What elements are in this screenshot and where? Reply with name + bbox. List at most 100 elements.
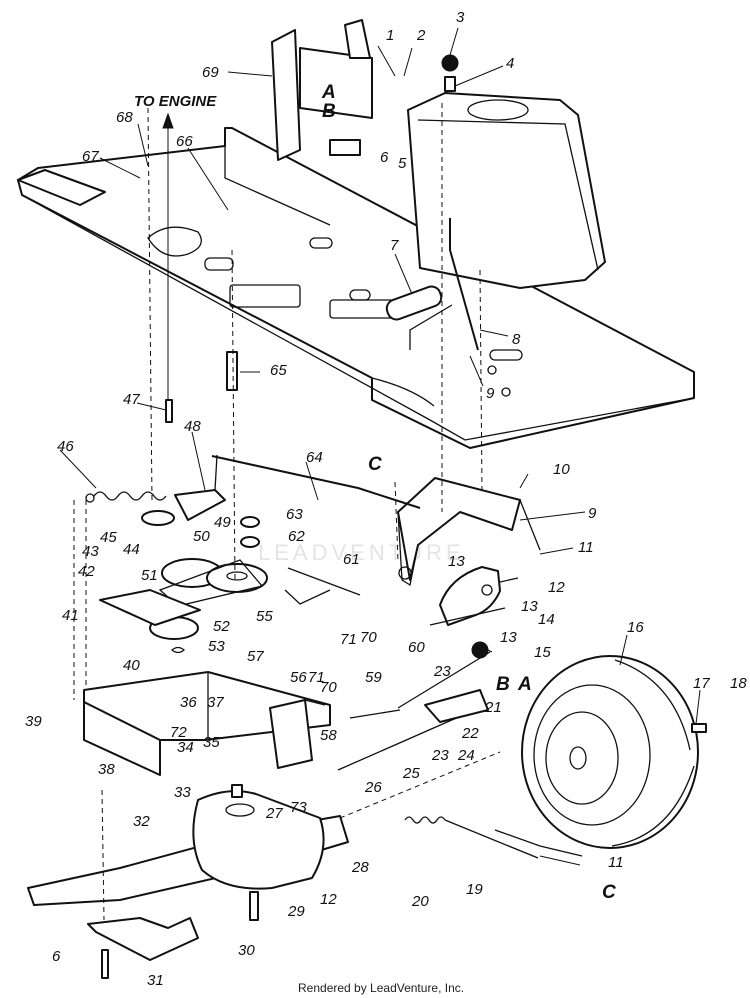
callout-55: 55 xyxy=(256,608,273,625)
callout-4: 4 xyxy=(506,55,514,72)
callout-33: 33 xyxy=(174,784,191,801)
callout-47: 47 xyxy=(123,391,140,408)
reference-letters: A B C A B C xyxy=(321,82,616,903)
callout-49: 49 xyxy=(214,514,231,531)
frame-plate xyxy=(17,127,695,449)
bolt-31 xyxy=(101,949,109,979)
ref-letter-a-top: A xyxy=(321,82,336,103)
leader-lines xyxy=(59,27,701,866)
callout-60: 60 xyxy=(408,639,425,656)
spring xyxy=(85,491,167,503)
callout-45: 45 xyxy=(100,529,117,546)
watermark: LEADVENTURE xyxy=(258,540,465,565)
callout-56: 56 xyxy=(290,669,307,686)
transaxle xyxy=(27,784,349,921)
callout-19: 19 xyxy=(466,881,483,898)
callout-27: 27 xyxy=(265,805,283,822)
callout-9-right: 9 xyxy=(588,505,597,522)
callout-32: 32 xyxy=(133,813,150,830)
callout-66: 66 xyxy=(176,133,193,150)
callout-63: 63 xyxy=(286,506,303,523)
link-rods xyxy=(284,567,491,771)
callout-22: 22 xyxy=(461,725,479,742)
wheel-bolt xyxy=(691,723,707,733)
callout-28: 28 xyxy=(351,859,369,876)
callout-64: 64 xyxy=(306,449,323,466)
mount-bracket xyxy=(271,19,373,161)
shift-cam xyxy=(429,566,506,626)
transmission-support xyxy=(83,646,331,776)
skid-plate xyxy=(87,917,199,961)
callout-7: 7 xyxy=(390,237,399,254)
callout-numbers: 1 2 3 4 5 6 7 8 9 9 10 11 11 12 12 13 13… xyxy=(25,9,747,989)
spacer-65 xyxy=(226,351,238,391)
callout-13-a: 13 xyxy=(448,553,465,570)
callout-16: 16 xyxy=(627,619,644,636)
callout-70-left: 70 xyxy=(320,679,337,696)
callout-11-top: 11 xyxy=(578,539,594,556)
rear-wheel xyxy=(521,655,699,849)
callout-62: 62 xyxy=(288,528,305,545)
callout-68: 68 xyxy=(116,109,133,126)
callout-18: 18 xyxy=(730,675,747,692)
callout-53: 53 xyxy=(208,638,225,655)
callout-35: 35 xyxy=(203,734,220,751)
callout-1: 1 xyxy=(386,27,394,44)
lever-knob xyxy=(471,641,489,659)
callout-41: 41 xyxy=(62,607,79,624)
callout-26: 26 xyxy=(364,779,382,796)
ref-letter-c-bottom: C xyxy=(602,882,616,903)
callout-50: 50 xyxy=(193,528,210,545)
callout-31: 31 xyxy=(147,972,164,989)
callout-40: 40 xyxy=(123,657,140,674)
callout-15: 15 xyxy=(534,644,551,661)
callout-8: 8 xyxy=(512,331,521,348)
callout-5: 5 xyxy=(398,155,407,172)
callout-57: 57 xyxy=(247,648,264,665)
callout-38: 38 xyxy=(98,761,115,778)
callout-6-bottom: 6 xyxy=(52,948,61,965)
callout-9-top: 9 xyxy=(486,385,495,402)
callout-14: 14 xyxy=(538,611,555,628)
shift-rod xyxy=(211,455,421,509)
callout-36: 36 xyxy=(180,694,197,711)
callout-24: 24 xyxy=(457,747,475,764)
to-engine-arrow xyxy=(162,112,174,400)
control-bracket xyxy=(424,689,489,723)
footer-credit: Rendered by LeadVenture, Inc. xyxy=(298,981,464,995)
callout-52: 52 xyxy=(213,618,230,635)
callout-13-c: 13 xyxy=(500,629,517,646)
callout-72: 72 xyxy=(170,724,187,741)
callout-69: 69 xyxy=(202,64,219,81)
shift-lever xyxy=(385,218,479,351)
callout-12-bottom: 12 xyxy=(320,891,337,908)
callout-23-top: 23 xyxy=(433,663,451,680)
ref-letter-a-bottom: A xyxy=(517,674,532,695)
callout-12-right: 12 xyxy=(548,579,565,596)
callout-34: 34 xyxy=(177,739,194,756)
to-engine-label: TO ENGINE xyxy=(134,93,217,110)
callout-10: 10 xyxy=(553,461,570,478)
callout-23-bottom: 23 xyxy=(431,747,449,764)
callout-73: 73 xyxy=(290,799,307,816)
callout-59: 59 xyxy=(365,669,382,686)
shift-knob xyxy=(441,54,459,92)
ref-letter-b-bottom: B xyxy=(496,674,510,695)
callout-6-top: 6 xyxy=(380,149,389,166)
pin-47 xyxy=(165,399,173,423)
seat-pedestal xyxy=(407,92,606,289)
ref-letter-c-top: C xyxy=(368,454,382,475)
callout-51: 51 xyxy=(141,567,158,584)
callout-46: 46 xyxy=(57,438,74,455)
callout-43: 43 xyxy=(82,543,99,560)
callout-21: 21 xyxy=(484,699,502,716)
callout-44: 44 xyxy=(123,541,140,558)
callout-65: 65 xyxy=(270,362,287,379)
callout-20: 20 xyxy=(411,893,429,910)
callout-71-left: 71 xyxy=(308,669,325,686)
callout-11-bottom: 11 xyxy=(608,854,624,871)
callout-42: 42 xyxy=(78,563,95,580)
callout-48: 48 xyxy=(184,418,201,435)
callout-3: 3 xyxy=(456,9,465,26)
